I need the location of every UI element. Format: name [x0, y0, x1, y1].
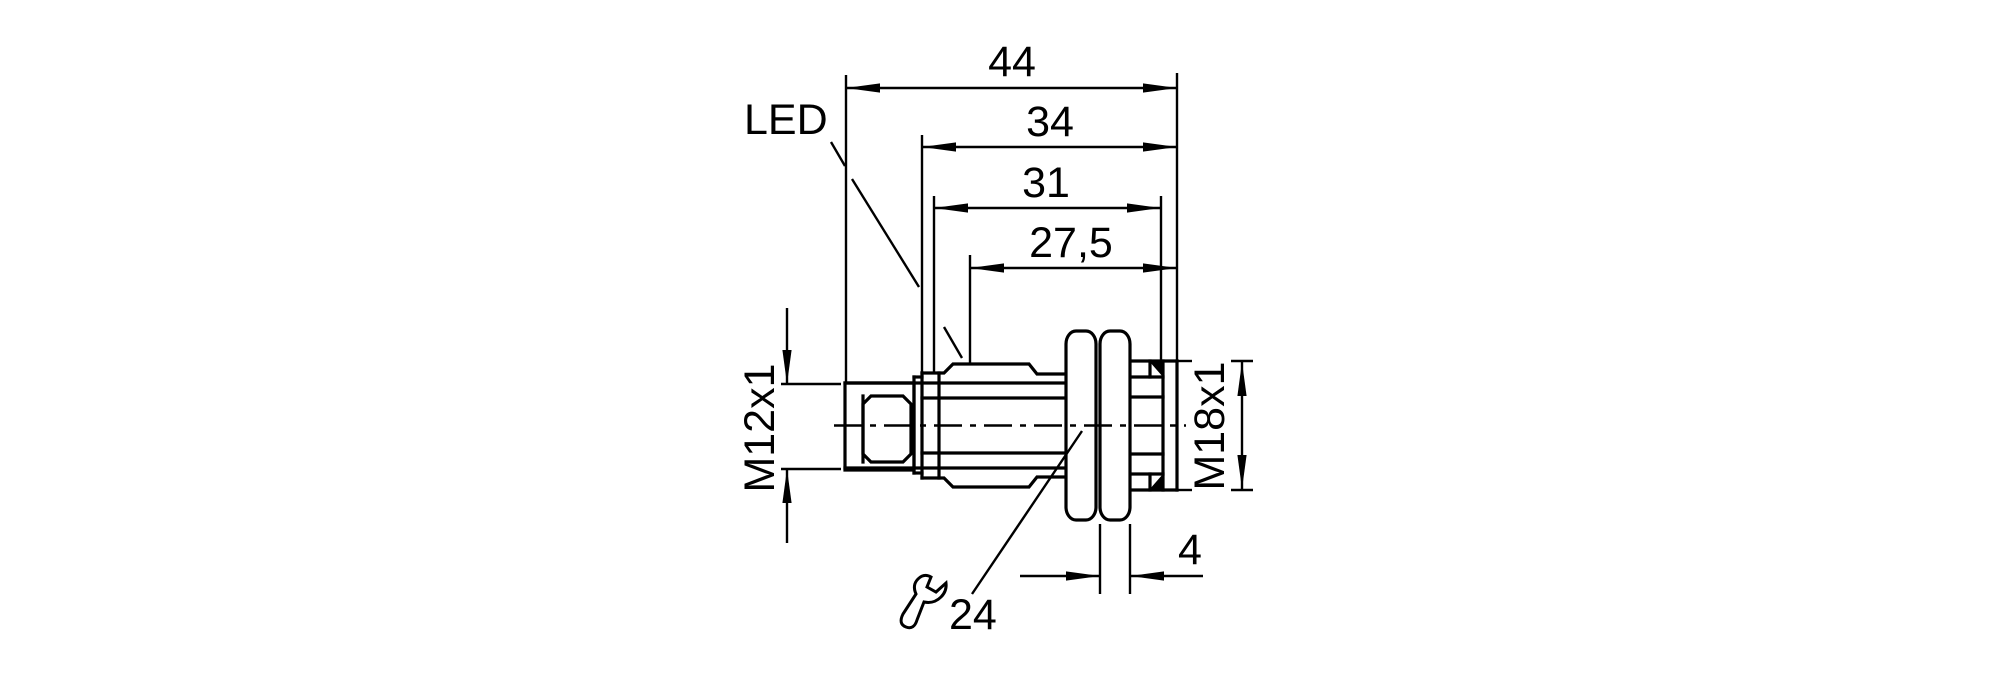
dim-shaft-length-value: 31 — [1022, 159, 1070, 207]
m12-dimension — [781, 308, 841, 543]
front-thread-section — [1128, 359, 1179, 492]
dimension-lines — [846, 83, 1177, 273]
plug-face-detail — [861, 394, 913, 464]
m18-dimension — [1178, 359, 1253, 492]
nut-thickness-dimension — [1020, 524, 1203, 594]
extension-lines — [844, 73, 1179, 383]
wrench-size-value: 24 — [949, 591, 997, 639]
dim-overall-length-value: 44 — [988, 38, 1036, 86]
wrench-leader-line — [971, 430, 1083, 595]
thread-runout-top — [1149, 361, 1163, 377]
dim-nut-thickness-value: 4 — [1178, 526, 1202, 574]
housing-bottom-profile — [920, 475, 1068, 489]
housing-body — [843, 362, 1068, 489]
housing-top-profile — [920, 362, 1068, 376]
led-leader-line — [829, 141, 964, 359]
thread-runout-bottom — [1149, 474, 1163, 490]
led-label: LED — [744, 96, 828, 144]
m12-thread-label: M12x1 — [736, 363, 784, 492]
m18-thread-label: M18x1 — [1186, 361, 1234, 490]
dim-housing-length-value: 34 — [1026, 98, 1074, 146]
wrench-icon — [899, 573, 948, 630]
dim-thread-length-value: 27,5 — [1029, 219, 1113, 267]
